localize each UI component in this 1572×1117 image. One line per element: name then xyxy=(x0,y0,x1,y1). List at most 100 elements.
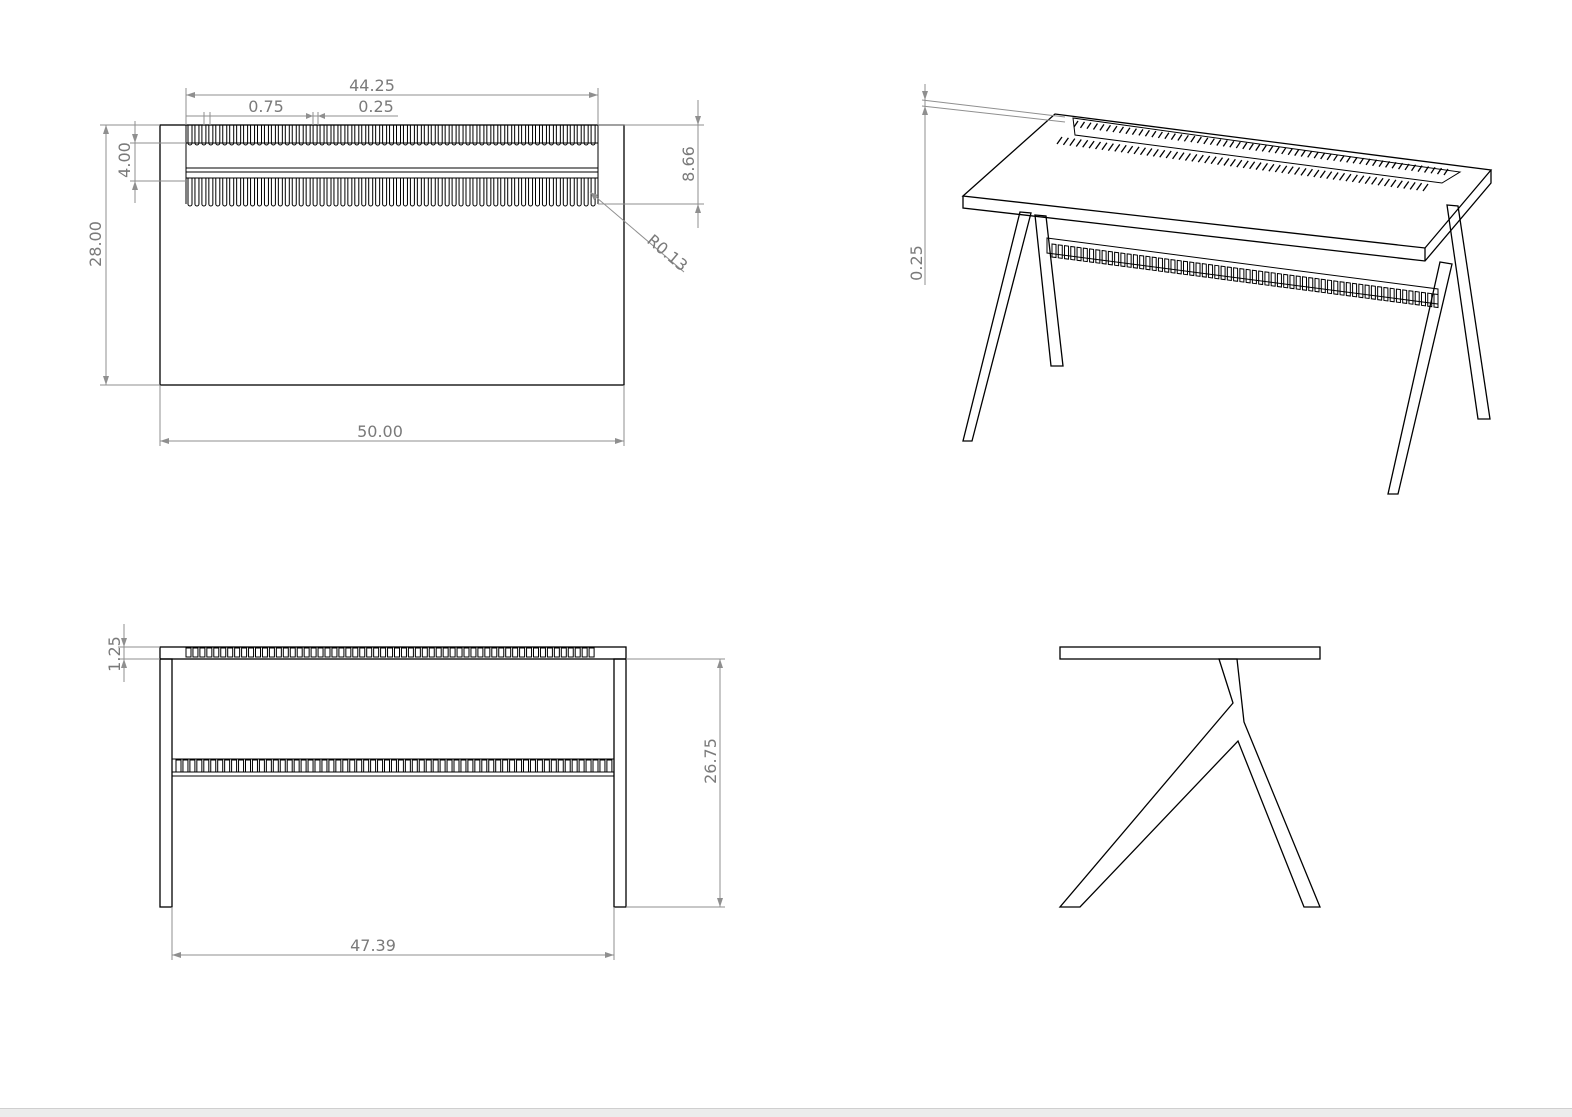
slot-mark xyxy=(536,759,543,773)
slot-mark xyxy=(1370,285,1376,300)
lower-slot-row xyxy=(187,177,596,207)
slot-mark xyxy=(319,177,325,207)
slot-mark xyxy=(1372,159,1378,167)
slot-mark xyxy=(548,124,554,146)
slot-mark xyxy=(1414,290,1420,306)
slot-mark xyxy=(234,647,241,658)
slot-mark xyxy=(418,759,425,773)
side-top-board xyxy=(1059,646,1321,660)
dim-26-75-text: 26.75 xyxy=(701,738,720,784)
slot-mark xyxy=(1427,292,1433,308)
slot-mark xyxy=(1214,264,1220,280)
slot-mark xyxy=(1170,133,1176,140)
slot-mark xyxy=(1274,164,1281,173)
slot-mark xyxy=(236,177,242,207)
slot-mark xyxy=(484,647,491,658)
slot-mark xyxy=(389,124,395,146)
slot-mark xyxy=(1287,148,1293,156)
side-legs xyxy=(1058,658,1321,908)
slot-mark xyxy=(592,759,599,773)
dim-1-25-text: 1.25 xyxy=(105,636,124,672)
slot-mark xyxy=(1139,147,1147,156)
slot-mark xyxy=(1358,283,1364,299)
slot-mark xyxy=(1287,166,1294,175)
slot-mark xyxy=(328,759,335,773)
slot-mark xyxy=(548,177,554,207)
slot-mark xyxy=(1326,171,1333,180)
slot-mark xyxy=(1416,182,1423,191)
slot-mark xyxy=(375,177,381,207)
slot-mark xyxy=(460,759,467,773)
slot-mark xyxy=(546,647,553,658)
slot-mark xyxy=(272,759,279,773)
slot-mark xyxy=(435,647,442,658)
upper-slot-row xyxy=(187,124,596,146)
slot-mark xyxy=(1127,145,1134,154)
slot-mark xyxy=(1345,173,1352,182)
slot-mark xyxy=(562,177,568,207)
slot-mark xyxy=(1152,148,1159,157)
slot-mark xyxy=(182,759,189,773)
slot-mark xyxy=(528,177,534,207)
slot-mark xyxy=(340,177,346,207)
slot-mark xyxy=(451,124,457,146)
slot-mark xyxy=(1138,129,1144,136)
slot-mark xyxy=(465,124,471,146)
slot-mark xyxy=(347,177,353,207)
dim-depth: 28.00 xyxy=(86,124,160,386)
slot-mark xyxy=(1408,290,1414,305)
slot-mark xyxy=(1165,150,1172,159)
front-right-leg xyxy=(613,658,627,908)
slot-mark xyxy=(236,124,242,146)
slot-mark xyxy=(396,177,401,207)
slot-mark xyxy=(229,124,235,146)
slot-mark xyxy=(458,124,464,146)
slot-mark xyxy=(293,759,300,773)
dim-0-75-text: 0.75 xyxy=(248,97,284,116)
slot-mark xyxy=(333,177,339,207)
slot-mark xyxy=(1208,263,1214,279)
slot-mark xyxy=(498,647,505,658)
slot-mark xyxy=(1249,161,1256,170)
slot-mark xyxy=(1383,286,1389,302)
slot-mark xyxy=(241,647,248,658)
slot-mark xyxy=(414,647,421,658)
slot-mark xyxy=(1377,286,1383,301)
slot-mark xyxy=(569,177,575,207)
slot-mark xyxy=(1126,253,1132,268)
slot-mark xyxy=(1101,249,1107,265)
slot-mark xyxy=(451,177,457,207)
slot-mark xyxy=(1070,245,1076,261)
iso-top-slot-row xyxy=(1056,120,1449,192)
dim-4-00-text: 4.00 xyxy=(115,142,134,178)
slot-mark xyxy=(1295,275,1301,291)
slot-mark xyxy=(1281,165,1288,174)
slot-mark xyxy=(335,759,342,773)
slot-mark xyxy=(533,647,539,658)
slot-mark xyxy=(187,177,193,207)
slot-mark xyxy=(1274,146,1280,154)
slot-mark xyxy=(352,647,359,658)
slot-mark xyxy=(1359,157,1365,165)
slot-mark xyxy=(1178,152,1185,161)
slot-mark xyxy=(1308,277,1314,292)
slot-mark xyxy=(1294,167,1301,175)
slot-mark xyxy=(382,124,388,146)
slot-mark xyxy=(1327,279,1333,295)
slot-mark xyxy=(361,124,367,146)
slot-mark xyxy=(268,647,275,658)
slot-mark xyxy=(1131,128,1137,135)
slot-mark xyxy=(1075,139,1082,147)
slot-mark xyxy=(305,124,311,146)
slot-mark xyxy=(1209,138,1215,146)
slot-mark xyxy=(1417,165,1423,172)
slot-mark xyxy=(1204,155,1211,164)
slot-mark xyxy=(321,759,328,773)
slot-mark xyxy=(227,647,234,658)
slot-mark xyxy=(578,759,585,773)
slot-mark xyxy=(243,124,249,146)
slot-mark xyxy=(390,759,397,773)
isometric-view: 0.25 xyxy=(907,84,1493,495)
slot-mark xyxy=(298,177,304,207)
slot-mark xyxy=(569,124,575,146)
